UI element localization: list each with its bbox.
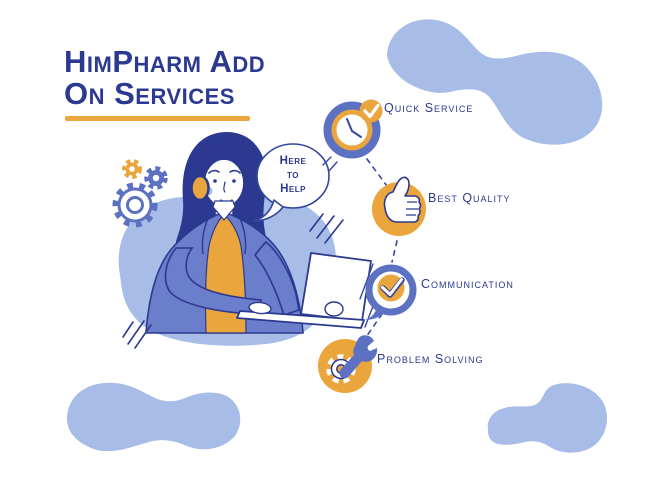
eyebrow-right	[229, 169, 241, 174]
tick-line	[328, 161, 338, 172]
decorative-blobs	[67, 19, 608, 453]
tick-line	[322, 156, 332, 166]
speed-line	[122, 321, 134, 338]
connector-clock-thumb	[360, 150, 388, 187]
thumbs-up-icon	[372, 176, 426, 236]
gear-orange-icon	[122, 159, 142, 179]
laptop	[236, 252, 372, 329]
speed-line	[309, 213, 324, 232]
title-line-1: HimPharm Add	[64, 44, 266, 79]
chat-check-icon	[365, 264, 417, 320]
blob-bottom-right	[487, 383, 608, 453]
speed-line	[324, 219, 344, 244]
title-underline	[65, 116, 250, 121]
eye-right	[232, 179, 236, 183]
dashed-connectors	[360, 150, 398, 341]
speed-line	[134, 324, 152, 349]
speed-lines	[122, 213, 344, 349]
hand-right	[324, 301, 344, 317]
title-line-2: On Services	[64, 76, 235, 111]
laptop-base	[236, 310, 365, 329]
blob-bottom-left	[67, 382, 241, 452]
speed-line	[127, 320, 145, 345]
gears-decoration	[112, 159, 168, 228]
headset-earcup	[190, 174, 210, 202]
eye-left	[213, 179, 217, 183]
hair-fringe	[205, 138, 254, 170]
eyebrow-left	[208, 169, 220, 174]
gear-wrench-icon	[318, 335, 378, 393]
page-title: HimPharm Add On Services	[64, 46, 265, 110]
support-agent-illustration	[112, 131, 372, 349]
service-label-communication: Communication	[421, 277, 514, 291]
lapel-right	[235, 210, 247, 255]
collar	[212, 200, 236, 221]
connector-thumb-chat	[391, 240, 398, 263]
tick-decorations	[322, 156, 379, 328]
face	[203, 158, 245, 208]
gear-blue-icon	[144, 166, 168, 190]
speech-bubble-tail	[253, 199, 284, 222]
lapel-left	[201, 210, 213, 255]
service-label-problem-solving: Problem Solving	[377, 352, 484, 366]
speech-bubble	[253, 143, 330, 222]
slash-line	[359, 263, 374, 300]
nose	[223, 181, 226, 193]
bubble-line-1: Here	[279, 155, 307, 167]
bubble-line-3: Help	[280, 183, 306, 196]
headset-band	[197, 134, 257, 166]
connector-chat-gear	[363, 313, 383, 341]
service-label-best-quality: Best Quality	[428, 191, 511, 205]
gear-outline-icon	[112, 182, 158, 228]
hand-left	[248, 301, 272, 315]
speed-line	[316, 215, 335, 239]
services-column	[318, 99, 426, 393]
blob-top-right	[387, 19, 603, 145]
speech-bubble-text: Here to Help	[258, 154, 328, 196]
clock-check-icon	[323, 99, 383, 159]
service-label-quick-service: Quick Service	[384, 101, 474, 115]
arm-right	[253, 240, 300, 317]
bubble-line-2: to	[287, 169, 299, 182]
